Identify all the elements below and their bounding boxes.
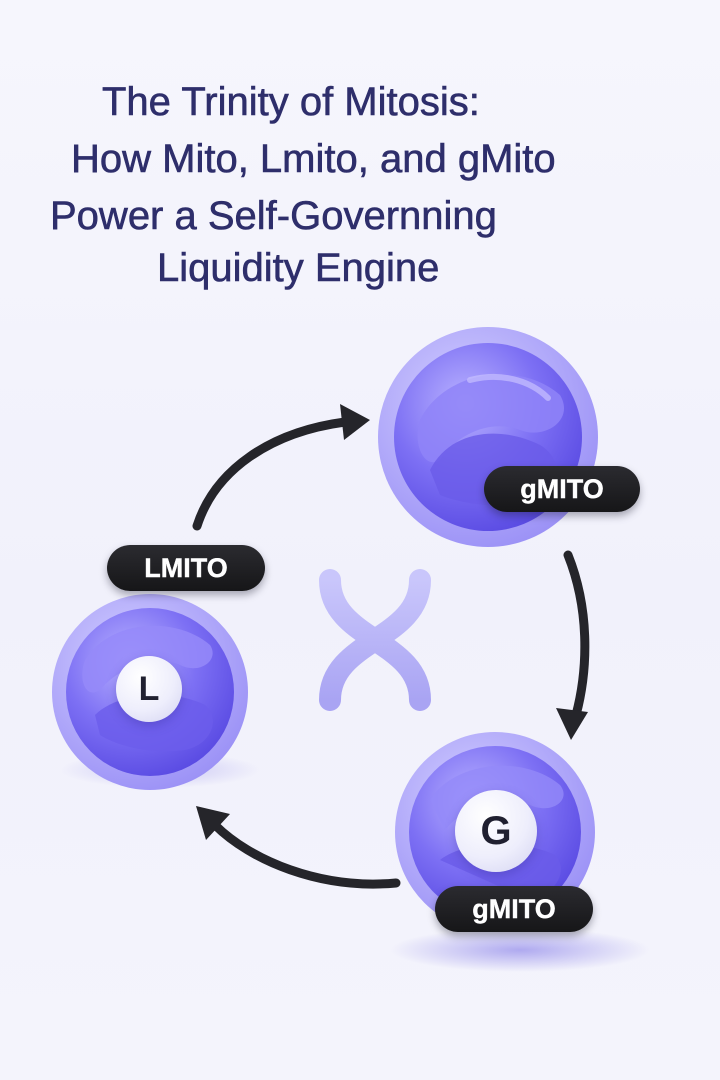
arrowhead-icon bbox=[340, 404, 370, 440]
gmito-bottom-label: gMITO bbox=[435, 886, 593, 932]
l-letter-badge: L bbox=[116, 656, 182, 722]
g-letter-badge: G bbox=[455, 790, 537, 872]
title-line-3: Power a Self-Governning bbox=[50, 194, 498, 239]
title-line-1: The Trinity of Mitosis: bbox=[102, 80, 480, 125]
coin-shadow bbox=[390, 928, 650, 972]
cycle-arrows bbox=[192, 417, 590, 889]
arrowhead-icon bbox=[196, 806, 230, 840]
arrow-gmito-to-lmito bbox=[210, 820, 401, 889]
title-line-2: How Mito, Lmito, and gMito bbox=[71, 137, 556, 182]
gmito-top-label: gMITO bbox=[484, 466, 640, 512]
arrowhead-icon bbox=[556, 708, 588, 740]
page-title: The Trinity of Mitosis: How Mito, Lmito,… bbox=[0, 0, 720, 300]
arrow-lmito-to-gmito bbox=[192, 417, 350, 531]
arrow-gmito-to-gmito bbox=[563, 550, 590, 720]
dna-helix-icon bbox=[319, 569, 431, 711]
lmito-label: LMITO bbox=[107, 545, 265, 591]
coin-top-right bbox=[378, 327, 598, 547]
title-line-4: Liquidity Engine bbox=[157, 246, 440, 291]
